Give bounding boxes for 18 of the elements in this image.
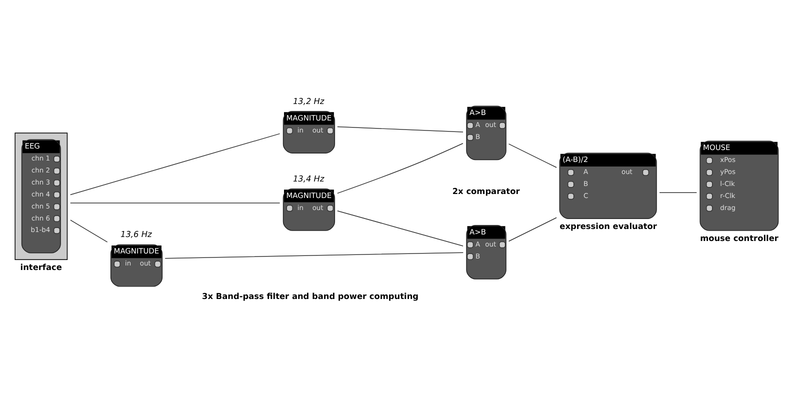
connector [70, 133, 280, 196]
connector [508, 217, 557, 242]
connector [70, 202, 280, 204]
node-label: expression evaluator [560, 220, 657, 231]
connector [508, 144, 557, 168]
node-label: 13,4 Hz [292, 173, 324, 184]
connector [70, 220, 108, 242]
connector [164, 252, 464, 259]
node-label: mouse controller [700, 232, 778, 243]
connector [659, 192, 698, 193]
connector [337, 210, 464, 246]
label: 2x comparator [452, 186, 520, 196]
node-label: interface [20, 262, 62, 272]
label: 3x Band-pass filter and band power computing [202, 290, 419, 301]
node-label: 13,2 Hz [292, 96, 324, 106]
connector [337, 126, 464, 132]
node-label: 13,6 Hz [120, 229, 152, 240]
connector [337, 143, 464, 194]
